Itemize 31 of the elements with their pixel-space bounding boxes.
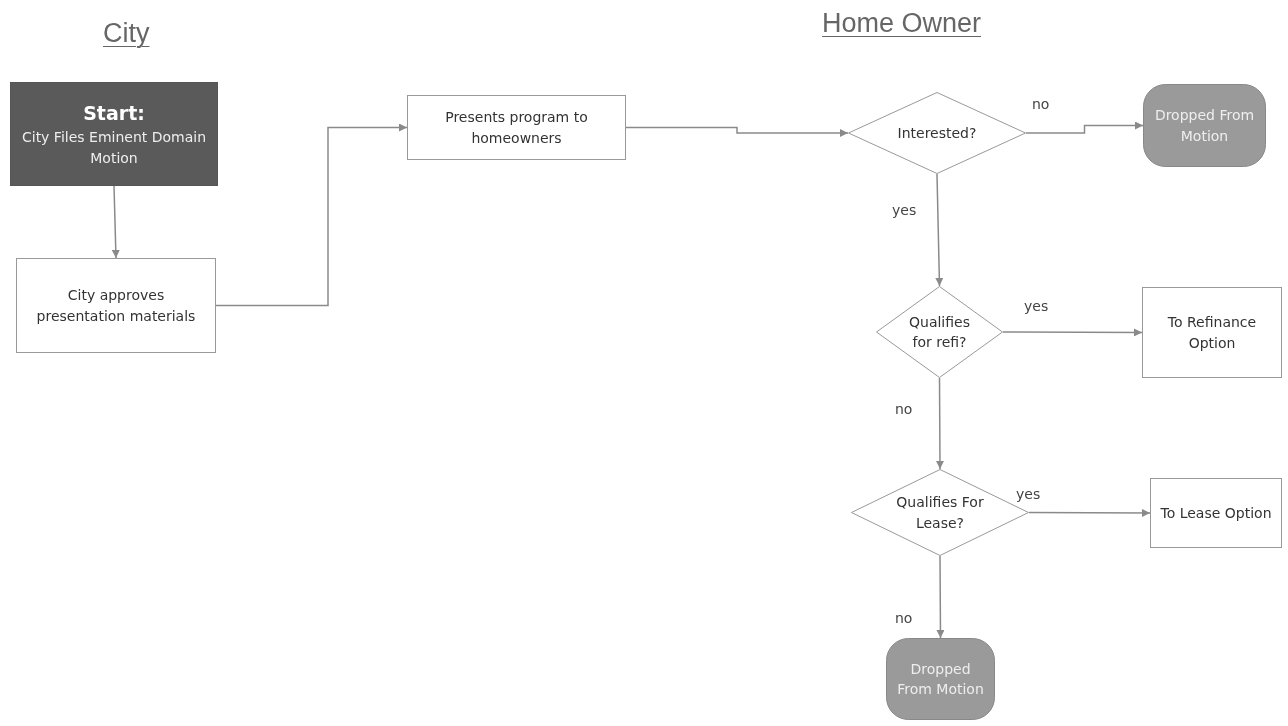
node-text: To Lease Option <box>1160 503 1272 523</box>
process-box <box>1150 478 1282 548</box>
node-text: City Files Eminent Domain Motion <box>20 128 208 168</box>
node-text: Qualifies for refi? <box>908 312 971 352</box>
decision-diamond <box>876 286 1003 378</box>
node-text: City approves presentation materials <box>35 286 197 326</box>
arrow <box>625 126 849 137</box>
node-text: Dropped From Motion <box>1153 106 1256 146</box>
arrow <box>935 173 944 287</box>
arrow <box>1025 121 1144 134</box>
column-heading: City <box>103 18 150 49</box>
node-text: Qualifies For Lease? <box>895 493 985 533</box>
arrow <box>215 123 408 307</box>
start-box <box>10 82 218 186</box>
process-box <box>407 95 626 160</box>
arrow <box>936 555 945 639</box>
end-terminal <box>886 638 995 720</box>
column-heading: Home Owner <box>822 8 982 39</box>
process-box <box>16 258 216 353</box>
arrow <box>935 377 944 470</box>
arrow <box>111 185 120 259</box>
start-heading: Start: <box>83 100 145 126</box>
end-terminal <box>1143 84 1266 167</box>
process-box <box>1142 287 1282 378</box>
node-text: Presents program to homeowners <box>444 108 589 148</box>
arrow <box>1028 508 1151 517</box>
arrow <box>1002 328 1143 337</box>
node-text: Dropped From Motion <box>896 659 985 699</box>
decision-diamond <box>848 92 1026 174</box>
node-text: Interested? <box>897 123 977 143</box>
node-text: To Refinance Option <box>1166 313 1258 353</box>
